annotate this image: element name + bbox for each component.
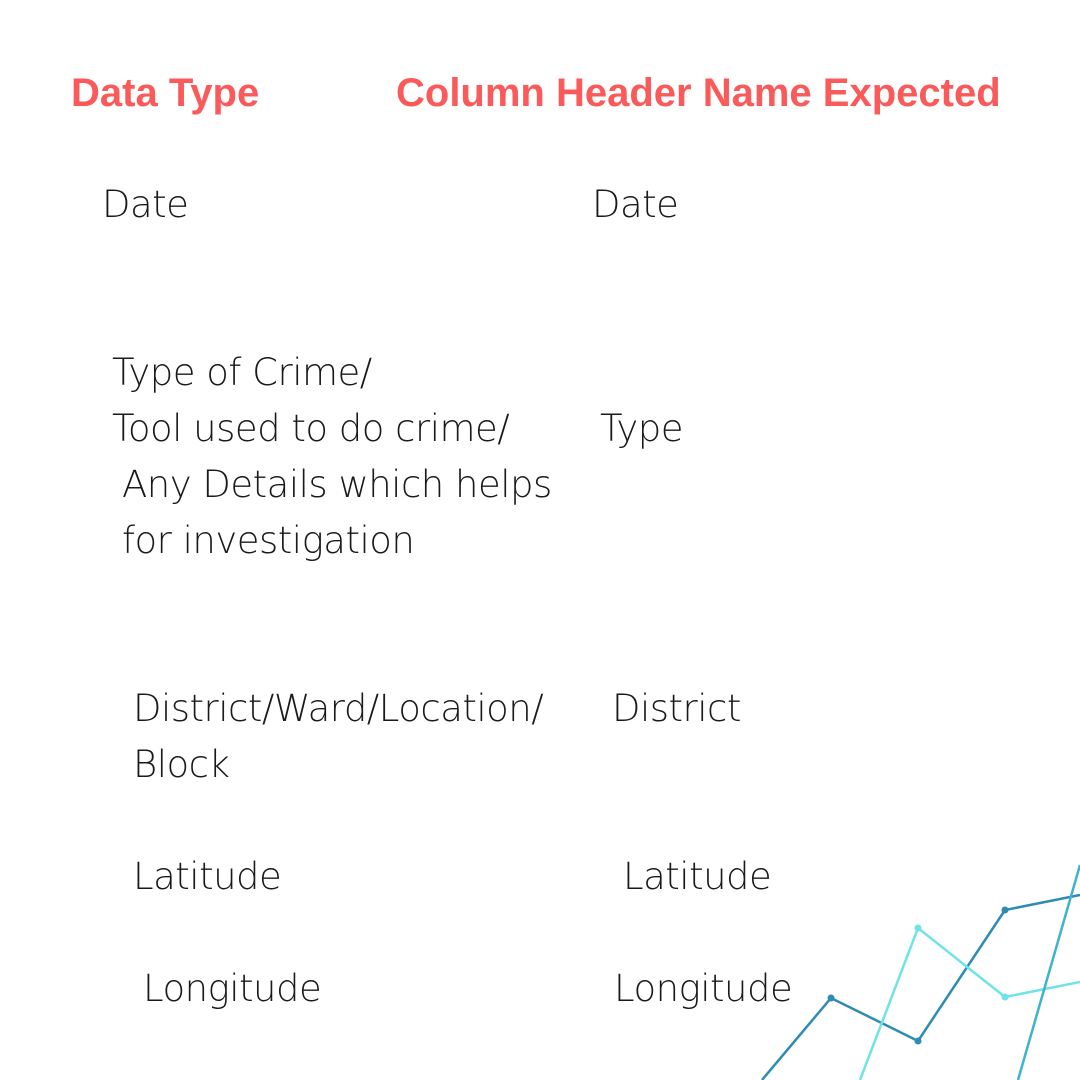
- decorative-node: [1001, 906, 1009, 914]
- decorative-line-dark: [761, 893, 1080, 1080]
- row-longitude-data-type-line: Longitude: [143, 967, 322, 1010]
- row-date-data-type: Date: [102, 177, 189, 233]
- row-type-data-type: Type of Crime/ Tool used to do crime/ An…: [112, 345, 552, 569]
- row-type-column-header: Type: [600, 407, 683, 450]
- decorative-node: [914, 924, 922, 932]
- row-latitude-data-type: Latitude: [133, 849, 282, 905]
- row-type-data-type-line: Any Details which helps: [122, 463, 552, 506]
- header-column-header-name: Column Header Name Expected: [396, 71, 1001, 115]
- row-latitude-data-type-line: Latitude: [133, 855, 282, 898]
- decorative-node: [914, 1037, 922, 1045]
- row-district-data-type-line: Block: [133, 743, 230, 786]
- header-data-type: Data Type: [71, 71, 260, 115]
- decorative-line-steep: [1016, 864, 1080, 1080]
- decorative-node: [1001, 993, 1009, 1001]
- row-district-column-header: District: [612, 687, 741, 730]
- row-latitude-column-header: Latitude: [623, 855, 772, 898]
- row-district-data-type: District/Ward/Location/ Block: [133, 681, 544, 793]
- row-type-data-type-line: Tool used to do crime/: [112, 407, 510, 450]
- row-longitude-column-header: Longitude: [614, 967, 793, 1010]
- row-type-data-type-line: for investigation: [122, 519, 415, 562]
- row-type-data-type-line: Type of Crime/: [112, 351, 372, 394]
- row-date-column-header: Date: [592, 183, 679, 226]
- row-longitude-data-type: Longitude: [143, 961, 322, 1017]
- decorative-node: [827, 994, 835, 1002]
- row-district-data-type-line: District/Ward/Location/: [133, 687, 544, 730]
- row-date-data-type-line: Date: [102, 183, 189, 226]
- decorative-line-light: [858, 925, 1080, 1080]
